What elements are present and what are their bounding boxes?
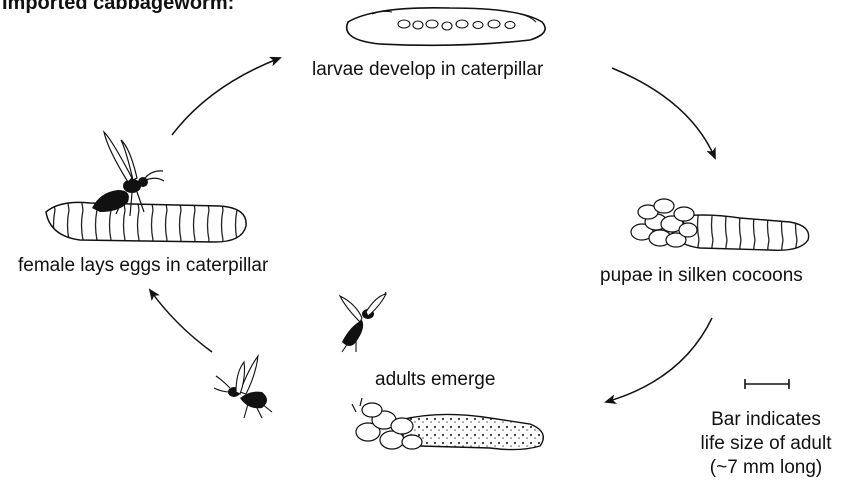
- adult-wasp-upper: [340, 292, 386, 352]
- arrow-eggs-to-larvae: [172, 58, 280, 135]
- stage-label-larvae: larvae develop in caterpillar: [312, 60, 543, 79]
- scale-bar: [745, 379, 789, 389]
- diagram-title: Imported cabbageworm:: [2, 0, 234, 13]
- scale-note-line2: life size of adult: [680, 432, 852, 456]
- arrow-larvae-to-pupae: [612, 68, 715, 158]
- caterpillar-empty-cocoons: [352, 398, 543, 450]
- stage-label-pupae: pupae in silken cocoons: [600, 266, 803, 285]
- adult-wasp-lower: [214, 356, 272, 418]
- scale-note-line3: (~7 mm long): [680, 456, 852, 480]
- scale-note-line1: Bar indicates: [680, 408, 852, 432]
- arrow-pupae-to-adults: [606, 318, 712, 402]
- arrow-adults-to-eggs: [150, 290, 212, 352]
- caterpillar-with-larvae: [347, 8, 545, 46]
- stage-label-adults: adults emerge: [375, 370, 495, 389]
- scale-note: Bar indicates life size of adult (~7 mm …: [680, 408, 852, 480]
- caterpillar-host: [46, 202, 246, 242]
- caterpillar-with-cocoons: [631, 199, 809, 250]
- stage-label-eggs: female lays eggs in caterpillar: [18, 256, 268, 275]
